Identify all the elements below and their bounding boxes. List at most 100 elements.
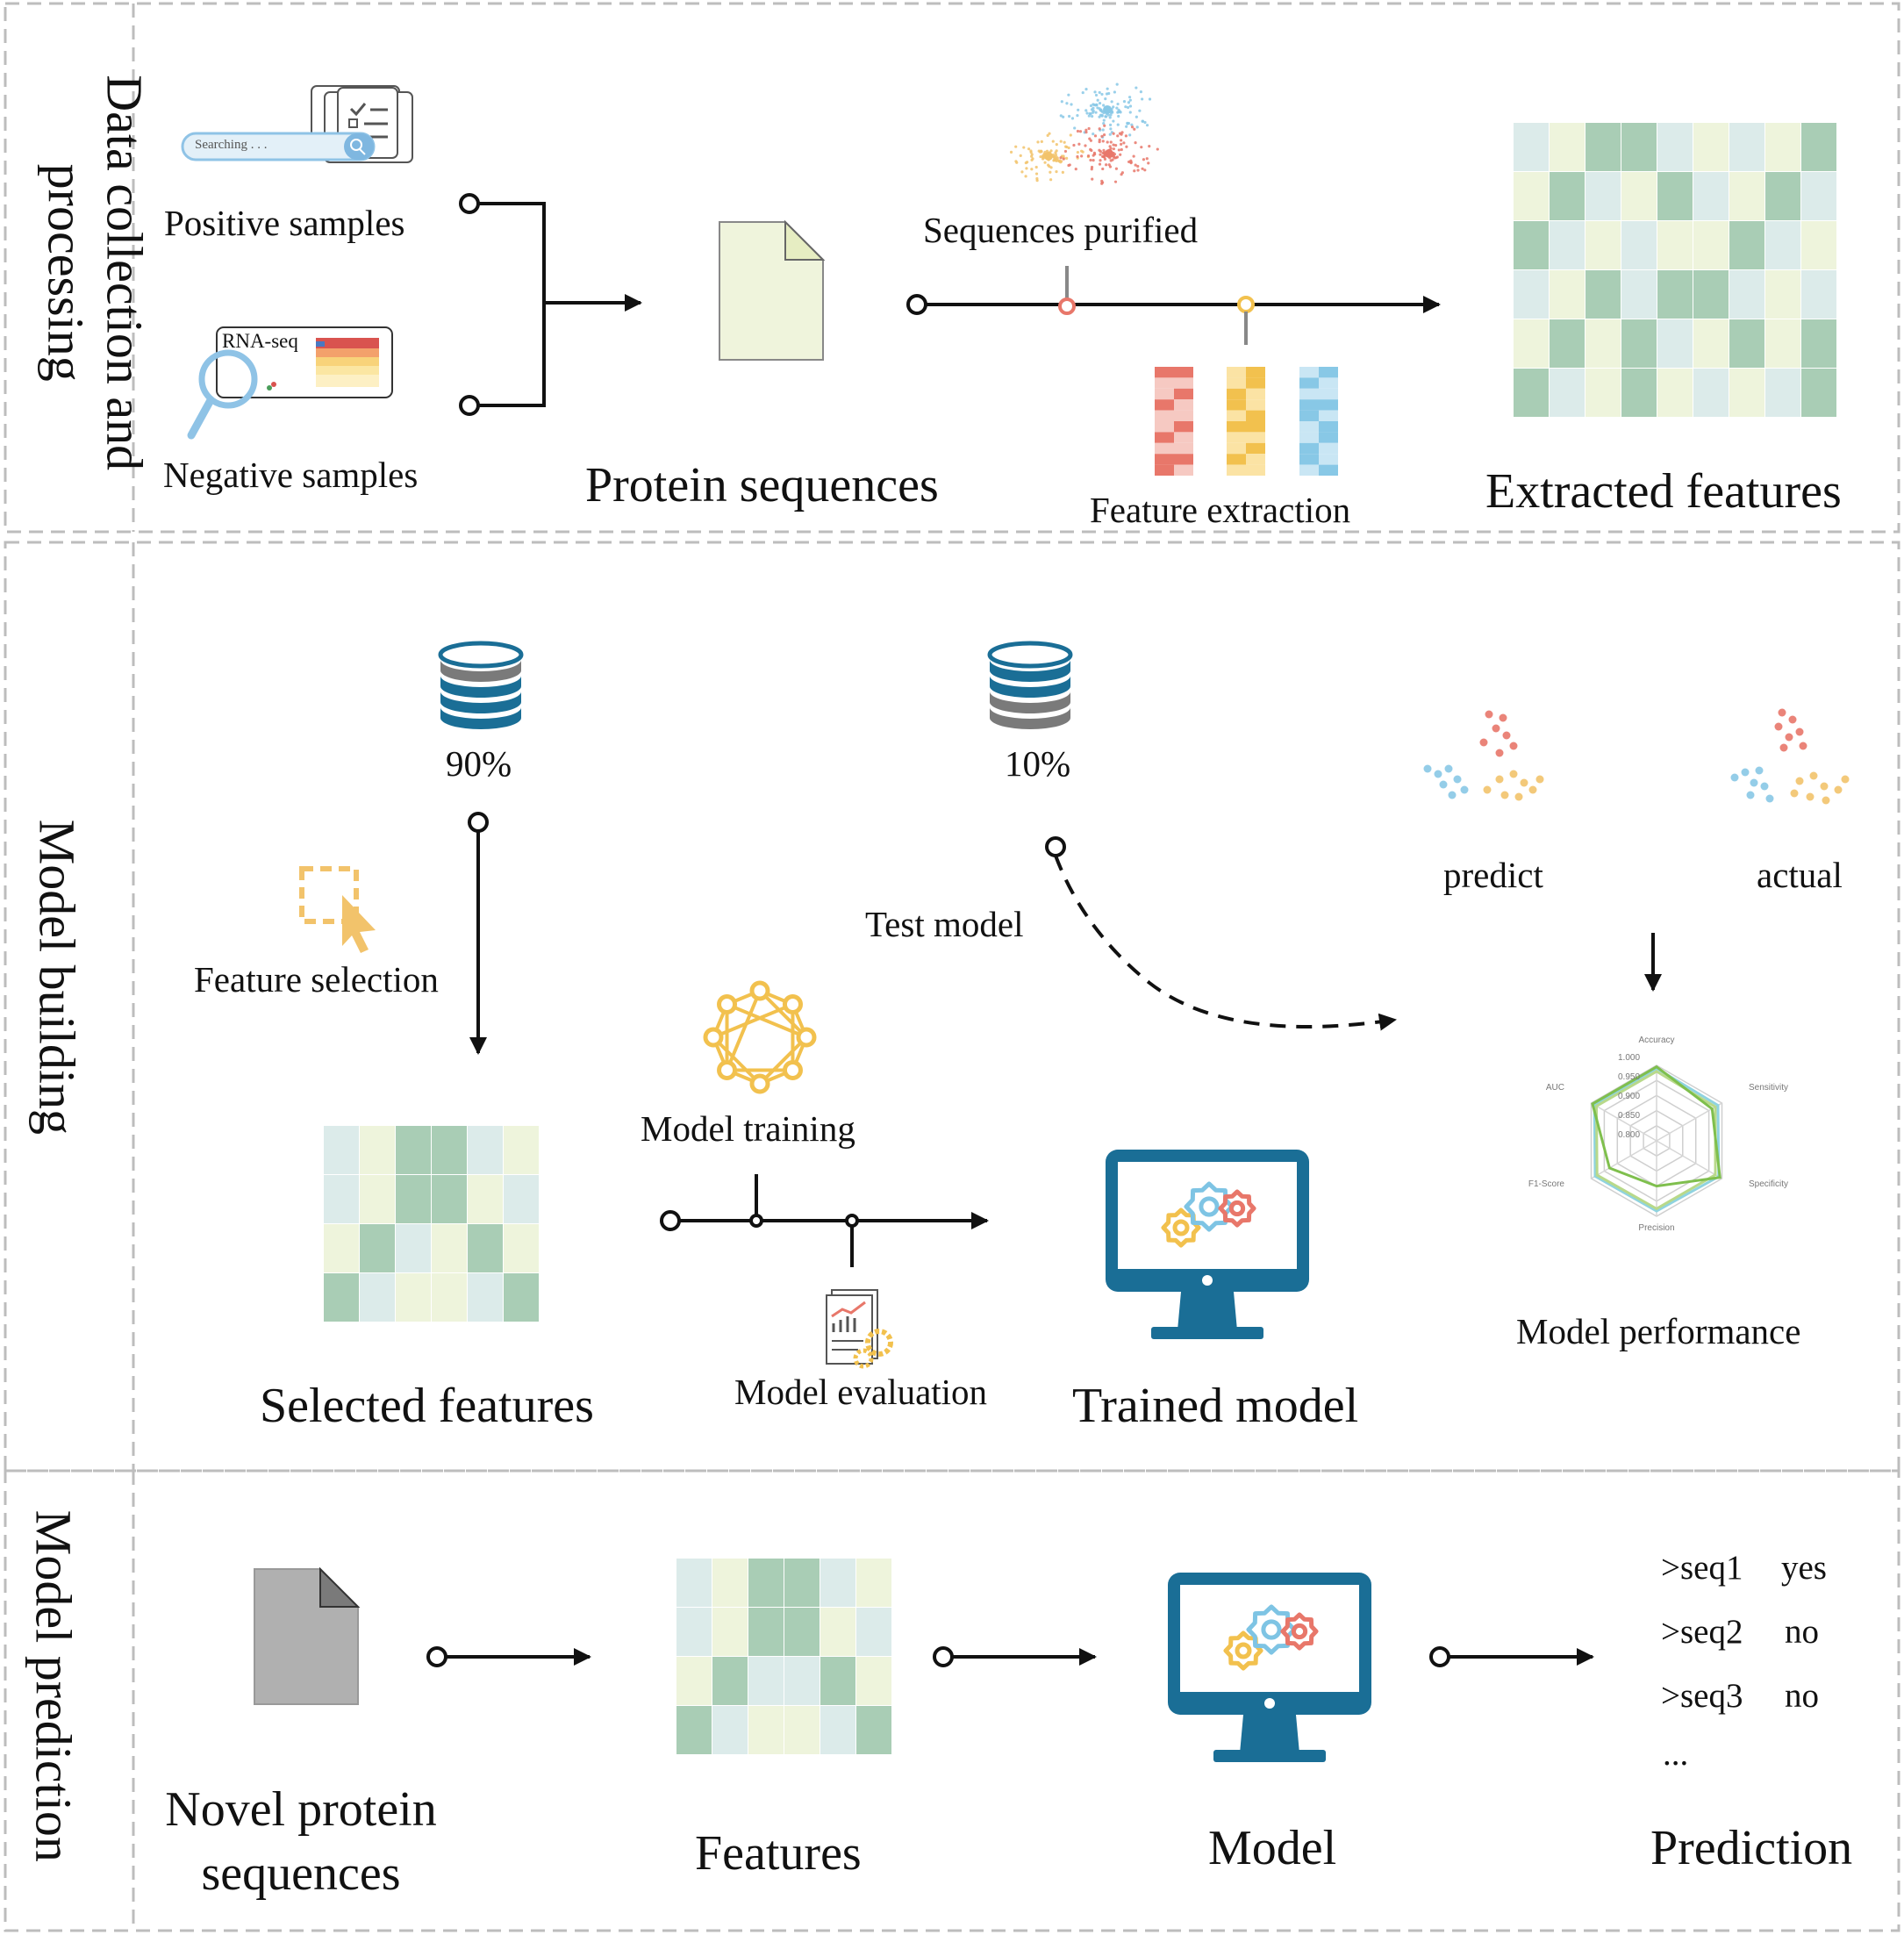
- network-edge: [758, 989, 808, 1039]
- network-node: [703, 1027, 724, 1048]
- scatter-dot: [1029, 149, 1033, 153]
- scatter-dot: [1088, 137, 1092, 140]
- extraction-cell: [1155, 388, 1174, 400]
- radar-axis-label: Specificity: [1749, 1179, 1788, 1189]
- scatter-dot: [1128, 98, 1132, 102]
- matrix-cell: [1729, 369, 1764, 417]
- result-row: >seq2 no: [1661, 1612, 1819, 1652]
- actual-scatter: [1730, 708, 1850, 805]
- result-row: >seq3 no: [1661, 1676, 1819, 1716]
- scatter-dot: [1061, 170, 1064, 174]
- scatter-dot: [1059, 156, 1063, 160]
- matrix-cell: [676, 1608, 712, 1656]
- matrix-cell: [1657, 319, 1693, 368]
- network-edge: [758, 1036, 808, 1086]
- scatter-dot: [1022, 146, 1026, 149]
- scatter-dot: [1070, 103, 1073, 106]
- matrix-cell: [504, 1224, 539, 1272]
- scatter-dot: [1072, 143, 1076, 147]
- scatter-dot: [1147, 161, 1150, 165]
- monitor-led: [1264, 1698, 1275, 1709]
- scatter-dot: [1439, 780, 1448, 789]
- radar-tick-label: 0.900: [1618, 1092, 1640, 1101]
- extraction-cell: [1155, 464, 1174, 476]
- matrix-cell: [856, 1608, 891, 1656]
- scatter-dot: [1509, 770, 1518, 778]
- section-title-data-collection: Data collection and processing: [36, 62, 154, 484]
- matrix-cell: [748, 1657, 784, 1705]
- matrix-cell: [1585, 221, 1621, 269]
- extraction-cell: [1174, 367, 1193, 378]
- positive-samples-label: Positive samples: [164, 203, 405, 243]
- extraction-cell: [1246, 421, 1265, 433]
- matrix-cell: [1801, 221, 1836, 269]
- scatter-dot: [1142, 158, 1146, 161]
- scatter-dot: [1126, 105, 1130, 110]
- samples-connector: [459, 193, 642, 416]
- network-node: [782, 1059, 803, 1080]
- result-label: no: [1784, 1613, 1819, 1651]
- scatter-dot: [1049, 178, 1053, 182]
- scatter-dot: [1108, 145, 1112, 148]
- matrix-cell: [1621, 123, 1657, 171]
- matrix-cell: [856, 1706, 891, 1754]
- scatter-dot: [1101, 140, 1105, 143]
- scatter-dot: [1096, 98, 1099, 102]
- scatter-dot: [1036, 140, 1040, 144]
- matrix-cell: [360, 1175, 395, 1223]
- extraction-cell: [1319, 367, 1338, 378]
- network-edge: [712, 1036, 762, 1086]
- scatter-dot: [1774, 722, 1783, 731]
- scatter-dot: [1030, 154, 1034, 158]
- extraction-cell: [1246, 377, 1265, 389]
- scatter-dot: [1102, 118, 1106, 122]
- scatter-dot: [1116, 102, 1120, 106]
- scatter-dot: [1136, 168, 1140, 172]
- gear-icon: [1223, 1630, 1263, 1671]
- matrix-cell: [784, 1657, 820, 1705]
- scatter-dot: [1785, 733, 1793, 742]
- matrix-cell: [1801, 270, 1836, 319]
- novel-line-1: Novel protein: [165, 1782, 437, 1837]
- scatter-dot: [1795, 777, 1804, 785]
- scatter-dot: [1100, 182, 1104, 185]
- feature-extraction-label: Feature extraction: [1090, 490, 1351, 530]
- matrix-cell: [1693, 221, 1729, 269]
- matrix-cell: [504, 1273, 539, 1322]
- frame-data-collection: [4, 2, 1900, 534]
- radar-axis-label: AUC: [1546, 1083, 1564, 1093]
- scatter-dot: [1113, 153, 1117, 156]
- matrix-cell: [784, 1706, 820, 1754]
- gear-hub: [1261, 1619, 1282, 1640]
- matrix-cell: [1801, 172, 1836, 220]
- matrix-cell: [432, 1126, 467, 1174]
- scatter-dot: [1108, 123, 1113, 126]
- scatter-dot: [1087, 114, 1091, 118]
- scatter-dot: [1145, 124, 1149, 127]
- scatter-dot: [1112, 132, 1115, 135]
- extraction-cell: [1246, 388, 1265, 400]
- novel-sequences-label: Novel protein sequences: [147, 1778, 455, 1906]
- scatter-dot: [1098, 148, 1101, 152]
- scatter-dot: [1065, 102, 1069, 105]
- matrix-cell: [1693, 270, 1729, 319]
- matrix-cell: [856, 1657, 891, 1705]
- extraction-cell: [1174, 388, 1193, 400]
- scatter-dot: [1014, 160, 1018, 163]
- matrix-cell: [748, 1608, 784, 1656]
- scatter-dot: [1084, 144, 1087, 147]
- matrix-cell: [1585, 270, 1621, 319]
- monitor-stand: [1177, 1292, 1237, 1330]
- scatter-dot: [1054, 153, 1057, 156]
- radar-tick-label: 0.800: [1618, 1130, 1640, 1140]
- purification-scatter: [1009, 82, 1159, 185]
- matrix-cell: [1585, 319, 1621, 368]
- scatter-dot: [1030, 158, 1034, 161]
- matrix-cell: [324, 1224, 359, 1272]
- scatter-dot: [1034, 172, 1039, 176]
- scatter-dot: [1063, 149, 1068, 154]
- scatter-dot: [1102, 122, 1106, 125]
- scatter-dot: [1049, 149, 1053, 153]
- gear-icon: [1184, 1181, 1235, 1232]
